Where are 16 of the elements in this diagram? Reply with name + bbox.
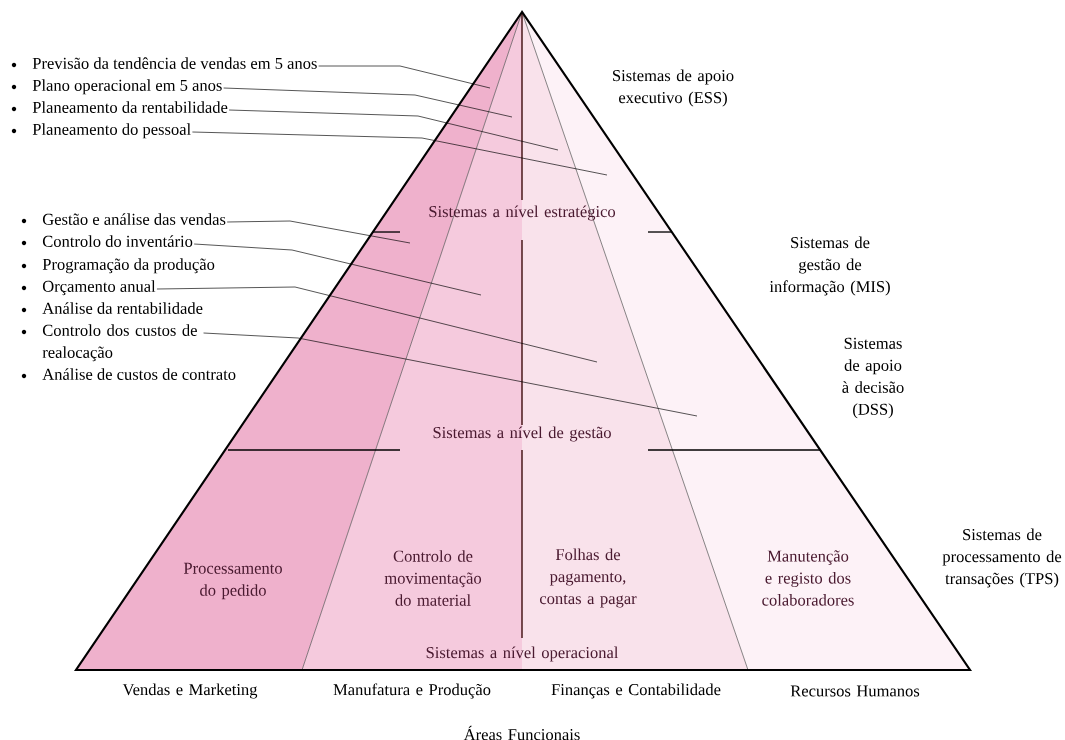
leader-line — [223, 87, 513, 118]
leader-line — [193, 243, 482, 296]
label: Manufatura e Produção — [333, 683, 491, 699]
label: Sistemas de apoio executivo (ESS) — [613, 69, 734, 107]
leader-line — [192, 131, 608, 176]
leader-line — [318, 65, 491, 89]
label: Finanças e Contabilidade — [551, 683, 721, 699]
label: Sistemas de gestão de informação (MIS) — [769, 236, 890, 296]
leader-line — [203, 332, 698, 417]
label: Vendas e Marketing — [122, 683, 258, 699]
label: Áreas Funcionais — [463, 725, 580, 740]
label: Sistemas de apoio à decisão (DSS) — [842, 337, 904, 419]
leader-line — [226, 220, 411, 244]
leader-line — [156, 286, 598, 363]
leader-line — [228, 109, 559, 151]
label: Recursos Humanos — [790, 685, 920, 697]
